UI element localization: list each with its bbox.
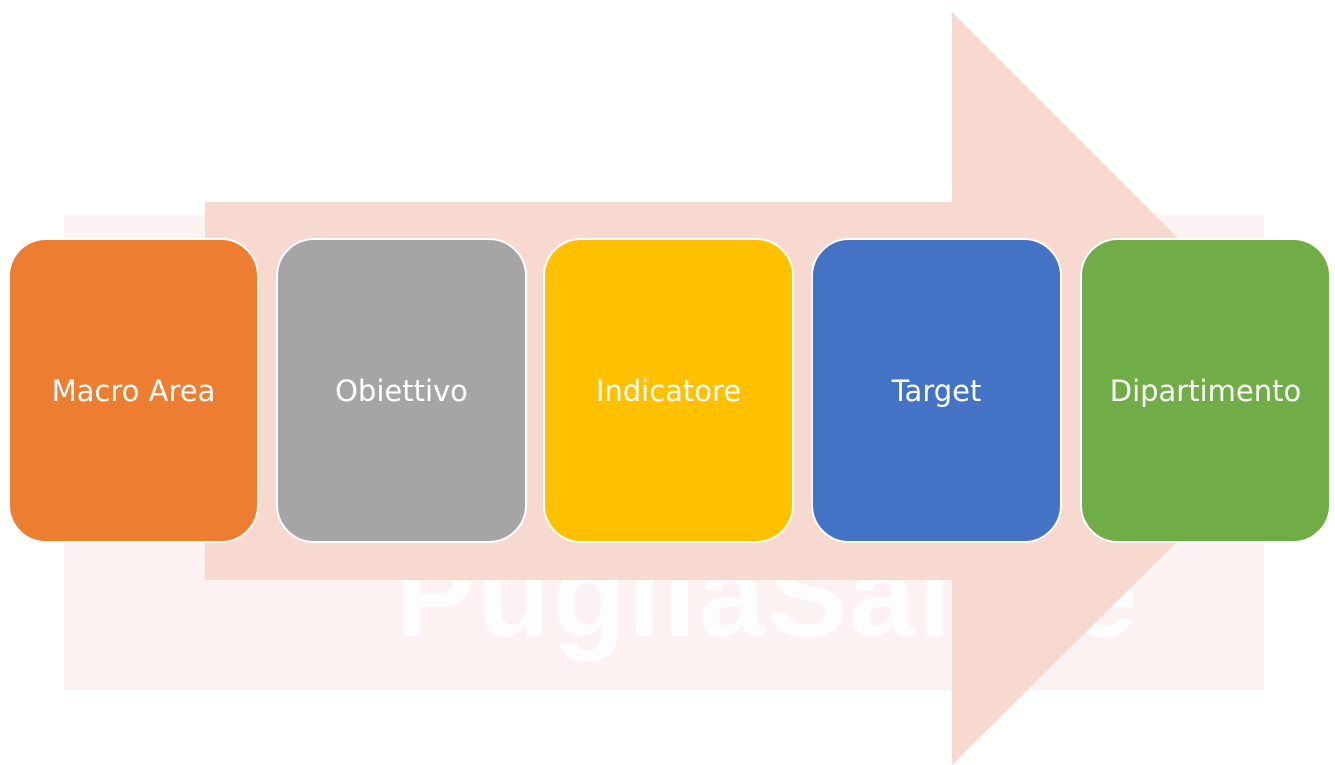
step-indicatore: Indicatore <box>543 238 794 543</box>
step-label: Obiettivo <box>335 373 468 408</box>
step-dipartimento: Dipartimento <box>1080 238 1331 543</box>
step-label: Target <box>891 373 982 408</box>
step-label: Indicatore <box>595 373 742 408</box>
step-macro-area: Macro Area <box>8 238 259 543</box>
step-label: Macro Area <box>51 373 216 408</box>
step-obiettivo: Obiettivo <box>276 238 527 543</box>
step-target: Target <box>811 238 1062 543</box>
step-label: Dipartimento <box>1109 373 1302 408</box>
